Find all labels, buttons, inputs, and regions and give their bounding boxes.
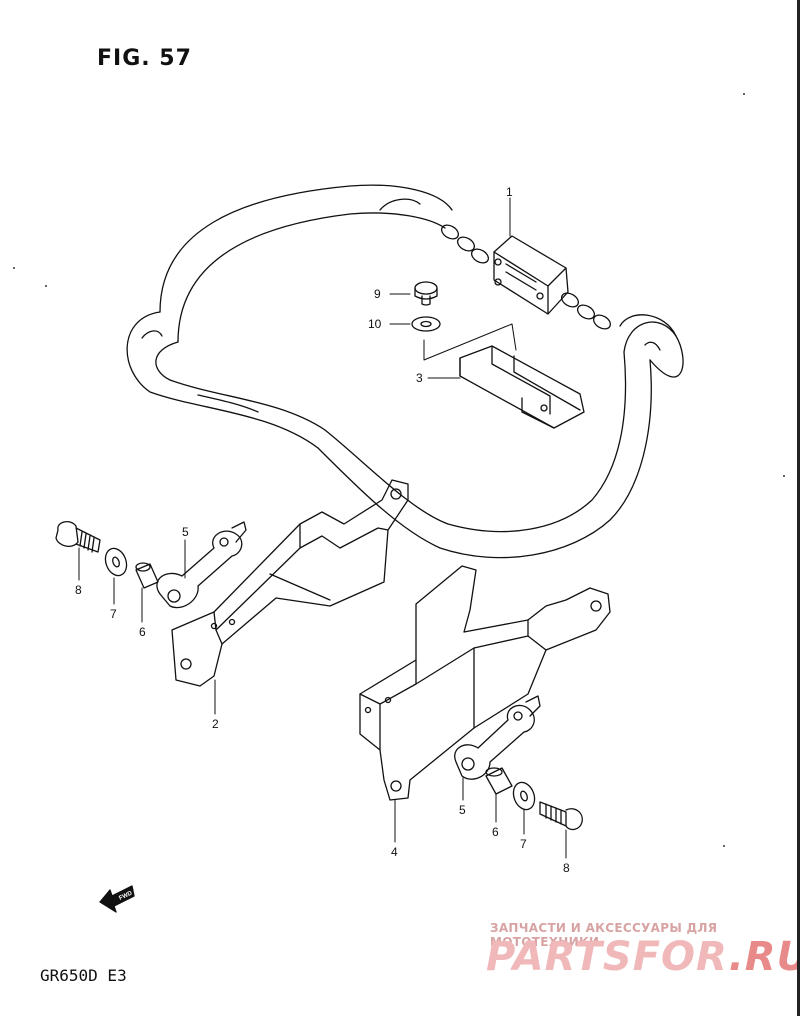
callout-5-right: 5 (459, 803, 466, 817)
part-2-left-bracket (171, 479, 409, 687)
part-8-bolt-left (55, 520, 101, 553)
scan-specks (13, 93, 785, 847)
callout-10: 10 (368, 317, 382, 331)
watermark-logo: PARTSFOR.RU (486, 934, 800, 980)
callout-6-left: 6 (139, 625, 146, 639)
callout-7-left: 7 (110, 607, 117, 621)
callout-3: 3 (416, 371, 423, 385)
rail-chain (440, 224, 612, 330)
callout-4: 4 (391, 845, 398, 859)
part-1-lock-bracket (493, 235, 569, 315)
part-10-washer (411, 316, 441, 332)
grab-rail (126, 184, 684, 559)
part-6-collar-left (135, 562, 159, 589)
figure-label: FIG. 57 (97, 46, 192, 71)
model-code: GR650D E3 (40, 966, 127, 985)
right-border (797, 0, 800, 1016)
callout-5-left: 5 (182, 525, 189, 539)
callout-6-right: 6 (492, 825, 499, 839)
part-7-washer-left (104, 547, 128, 577)
fwd-label: FWD (118, 890, 134, 901)
callout-7-right: 7 (520, 837, 527, 851)
callout-1: 1 (506, 185, 513, 199)
part-6-collar-right (485, 767, 513, 795)
part-3-bracket (459, 345, 585, 429)
watermark-logo-tld: .RU (728, 934, 800, 980)
part-4-right-bracket (359, 565, 611, 801)
watermark-caption: ЗАПЧАСТИ И АКСЕССУАРЫ ДЛЯ МОТОТЕХНИКИ (490, 921, 718, 949)
callout-8-left: 8 (75, 583, 82, 597)
callout-9: 9 (374, 287, 381, 301)
callout-2: 2 (212, 717, 219, 731)
watermark-logo-main: PARTSFOR (486, 934, 729, 980)
part-7-washer-right (512, 781, 536, 811)
part-5-link-left (156, 521, 247, 609)
part-8-bolt-right (539, 801, 583, 831)
part-9-screw (414, 281, 438, 306)
part-5-link-right (454, 695, 541, 780)
fwd-arrow-icon: FWD (99, 885, 135, 913)
callout-numbers: 1 2 3 4 5 5 6 6 7 7 8 8 9 10 (75, 185, 570, 875)
leader-lines (78, 197, 567, 859)
callout-8-right: 8 (563, 861, 570, 875)
